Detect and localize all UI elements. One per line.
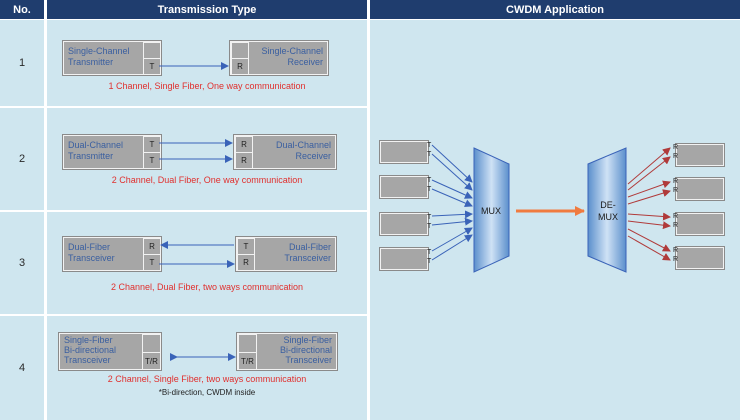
mux-input-5 bbox=[431, 210, 473, 219]
cwdm-transmitter-1 bbox=[380, 141, 428, 163]
caption-row-2: 2 Channel, Dual Fiber, One way communica… bbox=[111, 175, 303, 185]
demux-block bbox=[587, 147, 627, 273]
caption-row-4: 2 Channel, Single Fiber, two ways commun… bbox=[107, 374, 307, 384]
row-number-1: 1 bbox=[0, 20, 44, 106]
demux-label-line2: MUX bbox=[598, 212, 618, 222]
row-number-3: 3 bbox=[0, 212, 44, 314]
mux-input-1 bbox=[431, 144, 473, 183]
caption-row-1: 1 Channel, Single Fiber, One way communi… bbox=[108, 81, 306, 91]
header-no: No. bbox=[0, 0, 44, 19]
header-transmission-type: Transmission Type bbox=[47, 0, 367, 19]
demux-output-6 bbox=[627, 220, 671, 230]
cwdm-transmitter-2 bbox=[380, 176, 428, 198]
port-t: T bbox=[143, 152, 161, 169]
demux-output-2 bbox=[627, 156, 671, 191]
mux-input-8 bbox=[431, 234, 473, 261]
header-cwdm-application: CWDM Application bbox=[370, 0, 740, 19]
demux-output-4 bbox=[627, 189, 671, 205]
cwdm-receiver-3 bbox=[676, 213, 724, 235]
mux-block bbox=[473, 147, 510, 273]
caption-row-3: 2 Channel, Dual Fiber, two ways communic… bbox=[110, 282, 304, 292]
port-r: R bbox=[235, 152, 253, 169]
demux-label-line1: DE- bbox=[600, 200, 616, 210]
port-t: T bbox=[143, 254, 161, 271]
mux-input-6 bbox=[431, 217, 473, 226]
port-r: R bbox=[237, 254, 255, 271]
row-number-4: 4 bbox=[0, 316, 44, 420]
cwdm-receiver-1 bbox=[676, 144, 724, 166]
note-row-4: *Bi-direction, CWDM inside bbox=[158, 388, 256, 397]
mux-label: MUX bbox=[481, 206, 501, 216]
cwdm-transmitter-4 bbox=[380, 248, 428, 270]
cwdm-receiver-2 bbox=[676, 178, 724, 200]
demux-output-1 bbox=[627, 147, 671, 185]
cwdm-panel: T T T T T T T T R R R R R R R R bbox=[370, 20, 740, 420]
row-number-2: 2 bbox=[0, 108, 44, 210]
mux-input-3 bbox=[431, 179, 473, 199]
demux-output-5 bbox=[627, 212, 671, 221]
mux-input-7 bbox=[431, 227, 473, 252]
mux-input-4 bbox=[431, 188, 473, 207]
cwdm-receiver-4 bbox=[676, 247, 724, 269]
mux-input-2 bbox=[431, 153, 473, 191]
demux-output-3 bbox=[627, 180, 671, 198]
demux-output-8 bbox=[627, 235, 671, 261]
demux-output-7 bbox=[627, 228, 671, 252]
cwdm-transmitter-3 bbox=[380, 213, 428, 235]
port-tr: T/R bbox=[238, 352, 257, 370]
port-r: R bbox=[231, 58, 249, 75]
port-tr: T/R bbox=[142, 352, 161, 370]
